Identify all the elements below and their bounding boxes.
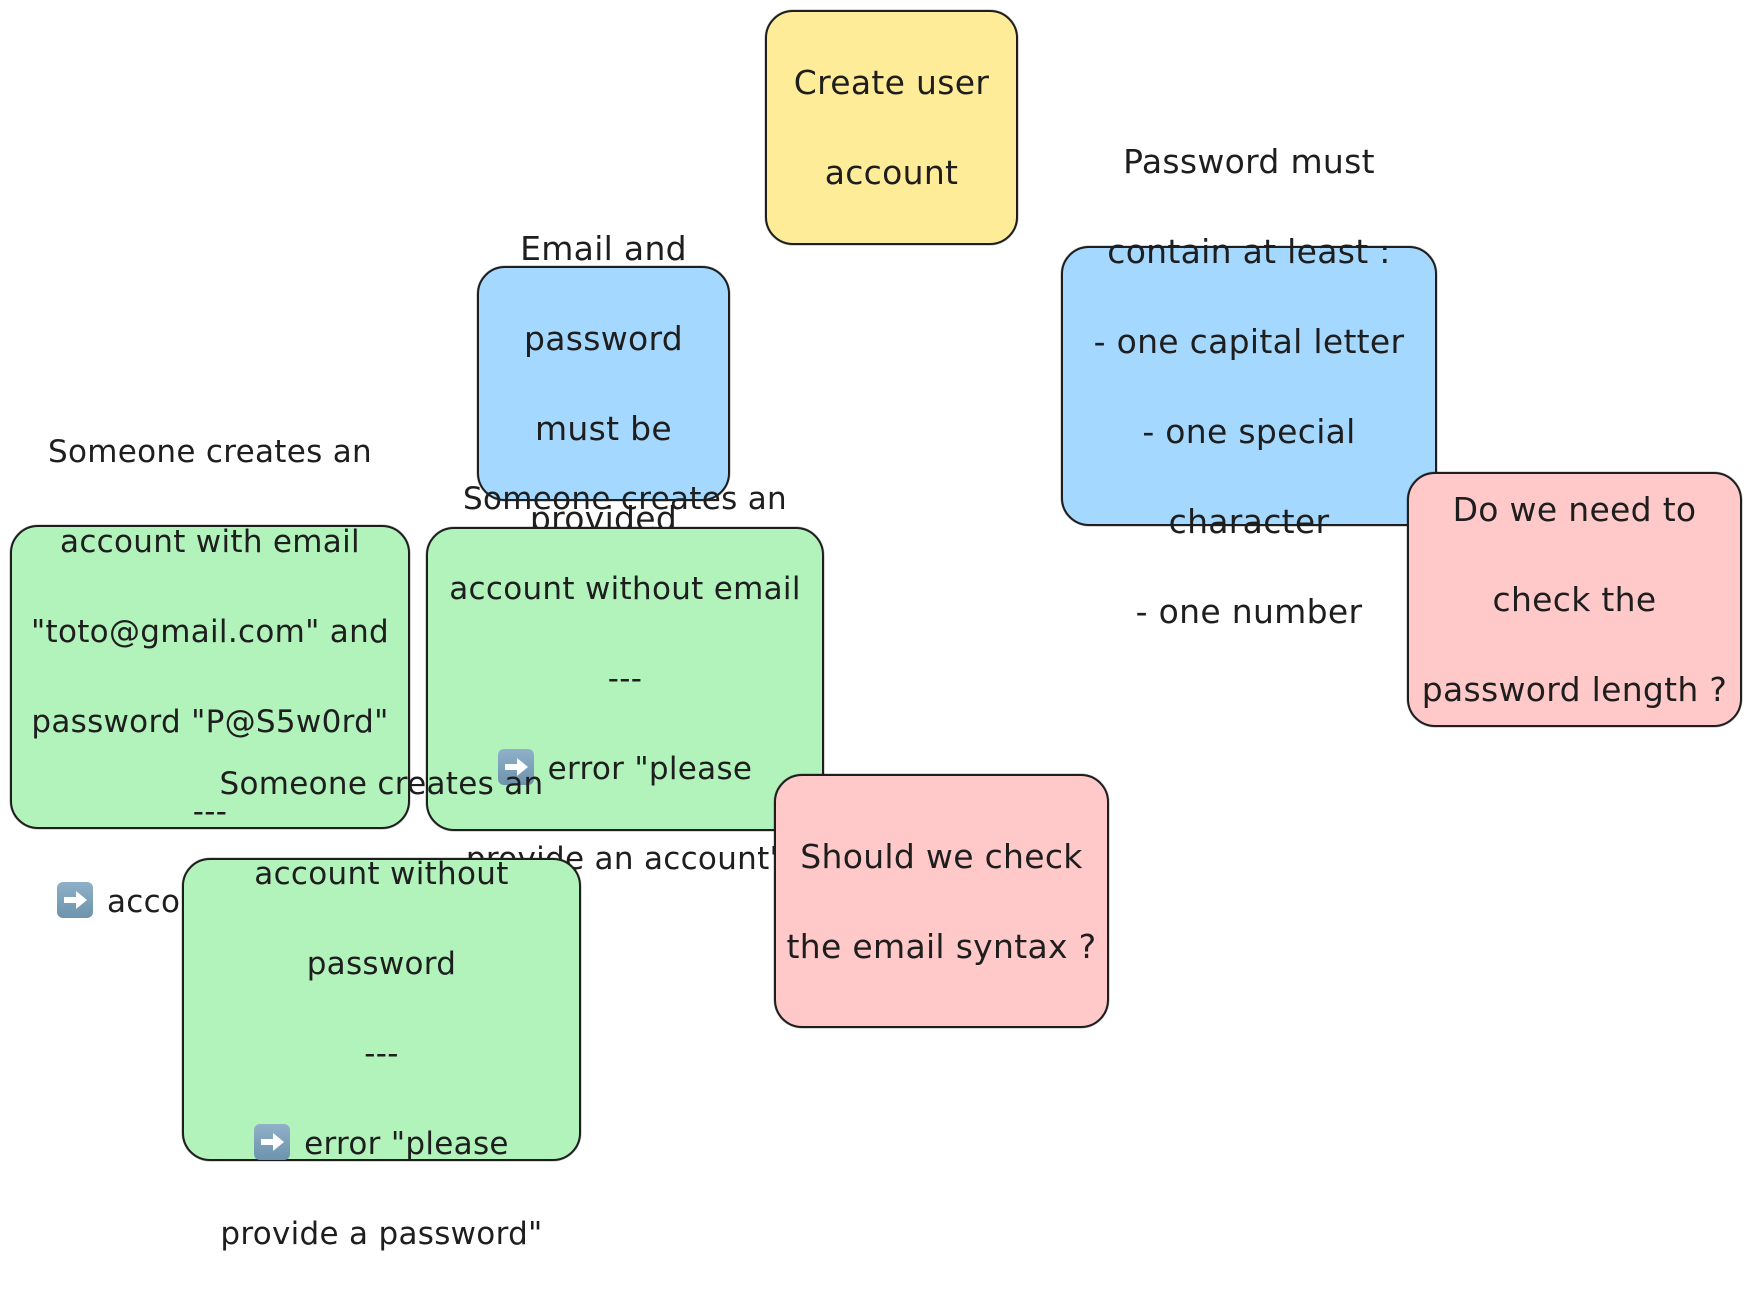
note-line: Create user	[793, 63, 990, 102]
note-text: Someone creates an account with email "t…	[31, 385, 389, 970]
note-separator: ---	[364, 1036, 399, 1072]
arrow-right-emoji-icon	[57, 881, 94, 918]
note-separator: ---	[607, 660, 643, 697]
sticky-note-example-without-email[interactable]: Someone creates an account without email…	[426, 481, 824, 877]
note-line: - one capital letter	[1093, 321, 1405, 361]
note-result-text: error "please	[547, 750, 753, 787]
note-line: character	[1168, 501, 1330, 541]
arrow-right-emoji-icon	[497, 748, 534, 785]
note-result-continuation: provide a password"	[220, 1216, 543, 1252]
note-line: account with email	[60, 523, 360, 560]
note-line: the email syntax ?	[786, 926, 1097, 966]
note-result-line: error "please	[449, 747, 801, 792]
note-line: must be	[534, 409, 673, 448]
note-text: Create user account	[794, 15, 989, 240]
note-line: contain at least :	[1107, 231, 1391, 271]
note-line: Password must	[1123, 141, 1375, 181]
note-line: - one number	[1135, 591, 1363, 631]
note-text: Should we check the email syntax ?	[787, 789, 1097, 1014]
note-text: Someone creates an account without passw…	[220, 717, 544, 1302]
note-text: Email and password must be provided	[520, 181, 687, 586]
note-line: password "P@S5w0rd"	[31, 703, 389, 740]
sticky-note-rule-password-complexity[interactable]: Password must contain at least : - one c…	[1061, 142, 1437, 631]
note-separator: ---	[192, 793, 228, 830]
sticky-note-question-email-syntax[interactable]: Should we check the email syntax ?	[774, 774, 1109, 1028]
sticky-note-question-password-length[interactable]: Do we need to check the password length …	[1407, 472, 1742, 727]
note-text: Someone creates an account without email…	[449, 432, 801, 927]
note-line: "toto@gmail.com" and	[30, 613, 390, 650]
note-line: password length ?	[1421, 670, 1728, 709]
note-text: Password must contain at least : - one c…	[1094, 94, 1405, 679]
note-line: account without	[254, 856, 509, 892]
note-line: Should we check	[800, 836, 1083, 876]
note-line: account without email	[449, 570, 801, 607]
note-line: Email and	[520, 229, 687, 268]
note-line: account	[824, 153, 959, 192]
note-line: password	[523, 319, 684, 358]
sticky-note-example-account-created[interactable]: Someone creates an account with email "t…	[10, 434, 410, 920]
note-line: check the	[1492, 580, 1657, 619]
sticky-note-feature-create-user-account[interactable]: Create user account	[765, 10, 1018, 245]
note-line: - one special	[1142, 411, 1356, 451]
arrow-right-emoji-icon	[254, 1124, 291, 1160]
note-text: Do we need to check the password length …	[1422, 442, 1727, 757]
note-result-text: error "please	[304, 1126, 509, 1162]
note-result-line: error "please	[220, 1122, 544, 1167]
note-line: Someone creates an	[48, 433, 372, 470]
note-line: Someone creates an	[219, 766, 544, 802]
note-line: Someone creates an	[463, 480, 787, 517]
whiteboard-canvas: Create user account Email and password m…	[10, 10, 1742, 1252]
note-line: password	[306, 946, 457, 982]
sticky-note-rule-email-password-required[interactable]: Email and password must be provided	[477, 229, 730, 538]
sticky-note-example-without-password[interactable]: Someone creates an account without passw…	[182, 766, 581, 1252]
note-line: Do we need to	[1452, 490, 1697, 529]
